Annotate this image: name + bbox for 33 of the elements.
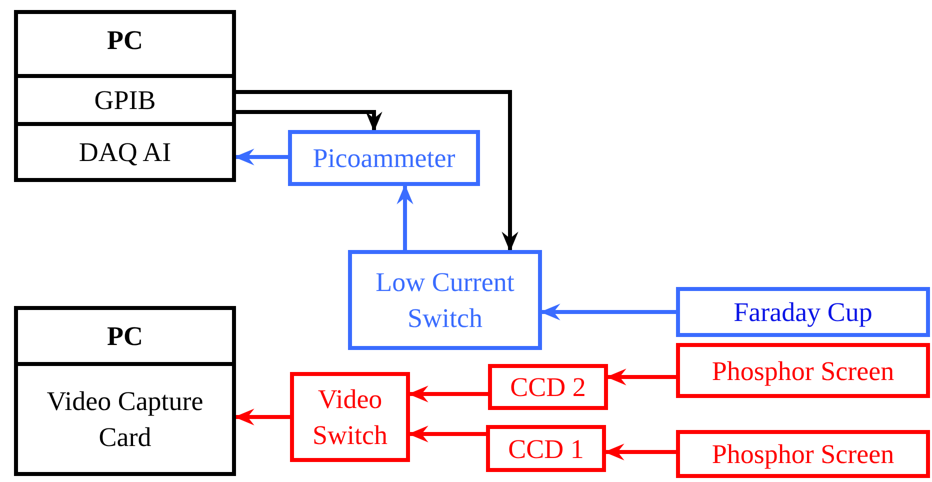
- node-label: CCD 2: [509, 371, 587, 404]
- process-box: [676, 287, 930, 337]
- node-label: Faraday Cup: [732, 296, 874, 329]
- arrow: [408, 386, 488, 402]
- node-label: Picoammeter: [312, 142, 456, 175]
- arrow: [236, 90, 518, 252]
- node-label: DAQ AI: [78, 136, 172, 169]
- process-box: [488, 364, 608, 410]
- process-box: [290, 372, 410, 462]
- node-label: Phosphor Screen: [710, 438, 896, 471]
- arrow: [408, 426, 486, 442]
- node-label: Video Switch: [311, 383, 388, 452]
- node-label: Phosphor Screen: [710, 354, 896, 388]
- arrow: [540, 304, 676, 320]
- arrow: [234, 408, 290, 426]
- process-box: [288, 130, 480, 186]
- node-label: Video Capture Card: [46, 385, 204, 454]
- node-label: PC: [106, 24, 144, 57]
- process-box: [676, 343, 930, 398]
- computer-box: [14, 10, 236, 182]
- node-label: GPIB: [93, 84, 157, 117]
- process-box: [676, 430, 930, 478]
- arrow: [606, 368, 676, 386]
- node-label: CCD 1: [507, 432, 585, 466]
- computer-box: [14, 306, 236, 476]
- arrow: [396, 184, 414, 250]
- arrow: [234, 148, 288, 166]
- node-label: PC: [106, 320, 144, 353]
- arrow: [236, 110, 382, 132]
- arrow: [604, 444, 676, 460]
- process-box: [348, 250, 542, 350]
- process-box: [486, 425, 606, 472]
- node-label: Low Current Switch: [374, 266, 516, 335]
